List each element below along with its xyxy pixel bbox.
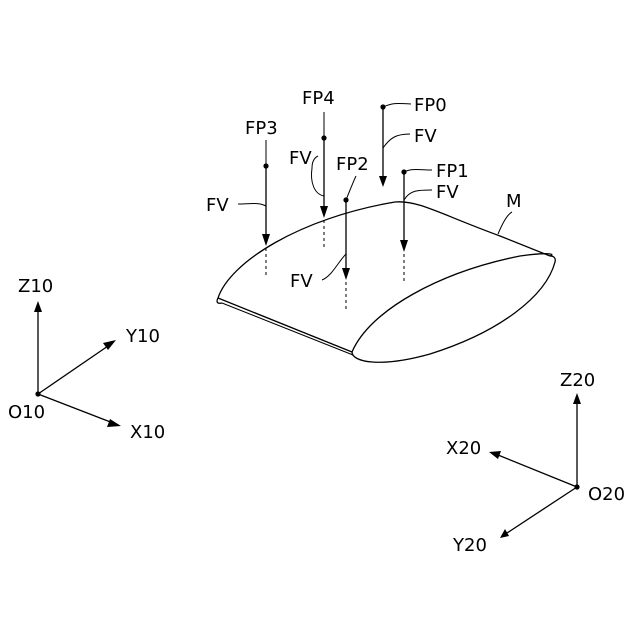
workpiece-top-surface — [218, 202, 550, 298]
model-leader — [498, 212, 512, 234]
model-label: M — [506, 191, 522, 212]
workpiece-right-end-face — [352, 254, 552, 352]
axis-x10-label: X10 — [130, 422, 165, 443]
fp0-label: FP0 — [414, 95, 447, 116]
workpiece-front-edge-inner — [222, 303, 353, 355]
force-point-fp2: FP2 FV — [290, 154, 369, 312]
force-point-fp4: FP4 FV — [289, 88, 335, 250]
axis-y20-label: Y20 — [452, 535, 487, 556]
axis-z20-label: Z20 — [560, 370, 595, 391]
origin-o20-label: O20 — [588, 484, 625, 505]
fp2-label: FP2 — [336, 154, 369, 175]
fv-label-fp4: FV — [289, 148, 312, 169]
fv-label-fp1: FV — [436, 182, 459, 203]
force-point-fp1: FP1 FV — [400, 161, 469, 282]
fv-label-fp3: FV — [206, 195, 229, 216]
workpiece-bottom-curve — [352, 256, 555, 362]
coordinate-system-o10: Z10 Y10 X10 O10 — [8, 276, 165, 443]
fp4-label: FP4 — [302, 88, 335, 109]
fp3-label: FP3 — [245, 118, 278, 139]
fv-label-fp0: FV — [414, 126, 437, 147]
fv-label-fp2: FV — [290, 271, 313, 292]
coordinate-system-o20: Z20 X20 Y20 O20 — [446, 370, 625, 556]
workpiece-m — [217, 202, 555, 362]
origin-o10-label: O10 — [8, 402, 45, 423]
axis-y10-label: Y10 — [125, 326, 160, 347]
workpiece-front-edge — [218, 298, 352, 352]
force-point-fp3: FP3 FV — [206, 118, 278, 278]
axis-z10-label: Z10 — [18, 276, 53, 297]
fp1-label: FP1 — [436, 161, 469, 182]
axis-x20-label: X20 — [446, 438, 481, 459]
